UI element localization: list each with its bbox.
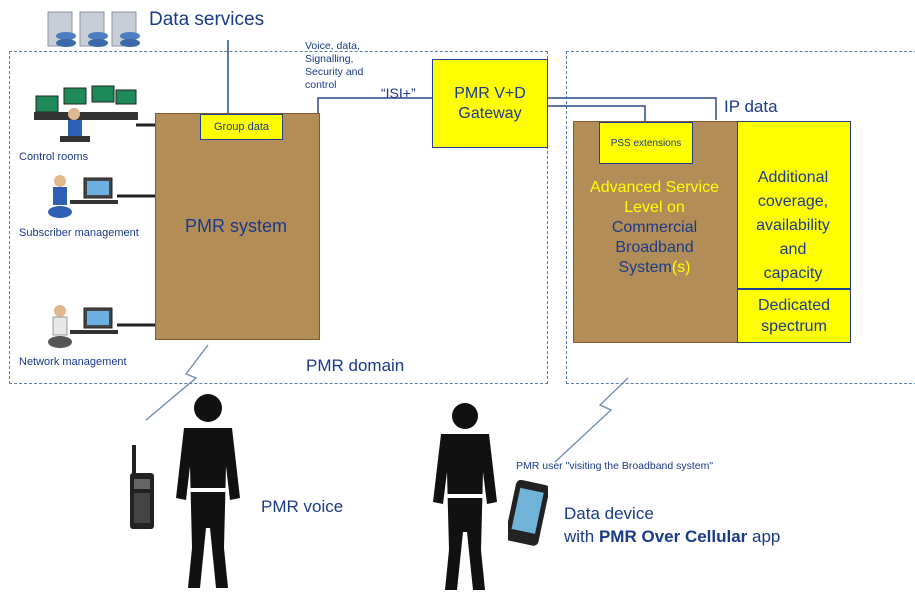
- app-prefix: with: [564, 527, 599, 546]
- pmr-voice-label: PMR voice: [261, 497, 344, 516]
- commercial-line: System: [618, 259, 672, 276]
- visiting-label: PMR user "visiting the Broadband system": [516, 460, 714, 472]
- subscriber-workstation-icon: [44, 172, 120, 226]
- app-label: with PMR Over Cellular app: [564, 527, 780, 547]
- advanced-line: Advanced Service: [590, 179, 719, 196]
- commercial-line: Commercial: [611, 219, 698, 236]
- gateway-box: PMR V+D Gateway: [432, 59, 548, 148]
- gateway-line1: PMR V+D: [454, 84, 526, 102]
- additional-coverage-box: [737, 121, 851, 289]
- advanced-service-text: Advanced Service Level on Commercial Bro…: [573, 178, 736, 278]
- additional-line: coverage,: [757, 193, 829, 210]
- server-icon-group: [46, 10, 146, 50]
- smartphone-icon: [508, 480, 548, 548]
- isi-label: “ISI+”: [381, 85, 416, 101]
- network-workstation-icon: [44, 302, 120, 354]
- control-rooms-label: Control rooms: [19, 151, 89, 163]
- pss-extensions-box: PSS extensions: [599, 122, 693, 164]
- link-note: Voice, data, Signalling, Security and co…: [305, 40, 363, 92]
- additional-line: capacity: [763, 265, 823, 282]
- pss-extensions-label: PSS extensions: [610, 137, 682, 149]
- data-services-label: Data services: [149, 9, 265, 30]
- pmr-system-label: PMR system: [185, 216, 288, 236]
- dedicated-line: spectrum: [761, 318, 827, 335]
- link-note-line: Voice, data,: [305, 40, 360, 52]
- dedicated-spectrum-box: Dedicated spectrum: [737, 289, 851, 343]
- gateway-line2: Gateway: [458, 104, 522, 122]
- data-user-figure: [425, 398, 505, 592]
- network-management-label: Network management: [19, 356, 127, 368]
- additional-line: availability: [756, 217, 830, 234]
- pmr-voice-user-figure: [168, 388, 248, 592]
- pmr-domain-boundary: [9, 51, 548, 384]
- group-data-label: Group data: [213, 121, 270, 133]
- commercial-line: Broadband: [615, 239, 694, 256]
- pmr-domain-label: PMR domain: [306, 356, 405, 375]
- app-name: PMR Over Cellular: [598, 527, 748, 546]
- control-room-icon: [30, 78, 140, 148]
- data-device-label: Data device: [564, 504, 654, 523]
- broadband-domain-boundary: [566, 51, 915, 384]
- subscriber-management-label: Subscriber management: [19, 227, 139, 239]
- additional-line: and: [779, 241, 807, 258]
- server-icon: [47, 11, 140, 47]
- advanced-line: Level on: [624, 199, 685, 216]
- ip-data-label: IP data: [724, 97, 778, 116]
- additional-coverage-text: Additional coverage, availability and ca…: [737, 166, 849, 286]
- app-suffix: app: [747, 527, 781, 546]
- commercial-suffix: (s): [671, 259, 691, 276]
- link-note-line: Security and: [305, 66, 364, 78]
- additional-line: Additional: [757, 169, 829, 186]
- radio-handset-icon: [128, 445, 158, 535]
- link-note-line: Signalling,: [305, 53, 354, 65]
- link-note-line: control: [305, 79, 337, 91]
- dedicated-line: Dedicated: [757, 297, 831, 314]
- group-data-box: Group data: [200, 114, 283, 140]
- pmr-system-box: [155, 113, 320, 340]
